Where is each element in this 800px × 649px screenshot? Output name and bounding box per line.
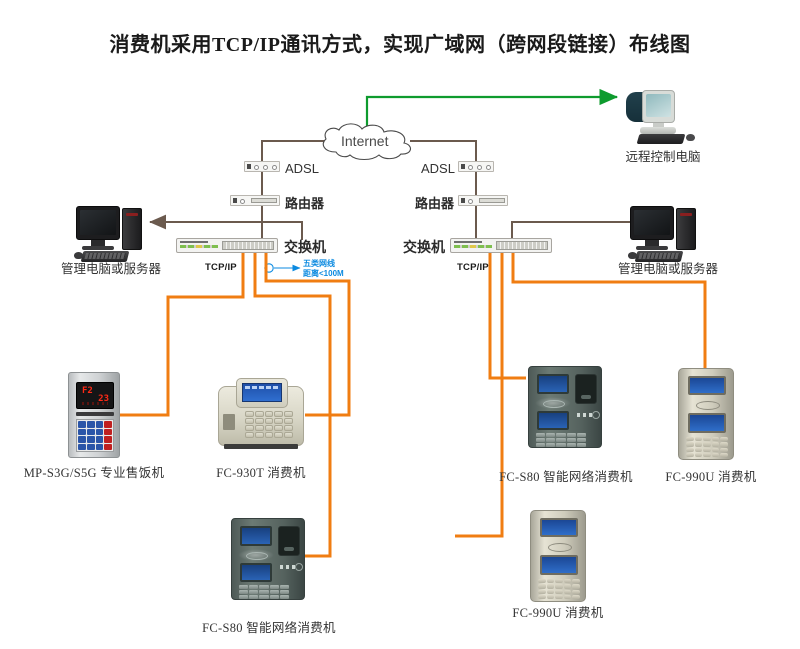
management-pc-left bbox=[74, 206, 146, 264]
remote-control-pc bbox=[626, 90, 698, 146]
cable-note-line2: 距离<100M bbox=[303, 269, 344, 278]
remote-control-pc-label: 远程控制电脑 bbox=[625, 150, 701, 164]
adsl-modem-right bbox=[458, 161, 494, 172]
switch-right bbox=[450, 238, 552, 253]
wan-links-brown bbox=[149, 140, 665, 240]
terminal-fc-990u-bottom-label: FC-990U 消费机 bbox=[512, 606, 604, 620]
terminal-mp-s3g-label: MP-S3G/S5G 专业售饭机 bbox=[23, 466, 165, 480]
terminal-fc-990u-bottom bbox=[530, 510, 586, 602]
terminal-fc-s80-bottom-label: FC-S80 智能网络消费机 bbox=[202, 621, 336, 635]
switch-label-right: 交换机 bbox=[403, 241, 445, 256]
adsl-label-left: ADSL bbox=[285, 161, 319, 176]
terminal-fc-s80-right-label: FC-S80 智能网络消费机 bbox=[499, 470, 633, 484]
cable-note-line1: 五类网线 bbox=[303, 259, 335, 268]
remote-link-green bbox=[365, 88, 619, 133]
adsl-modem-left bbox=[244, 161, 280, 172]
terminal-fc-990u-right-label: FC-990U 消费机 bbox=[665, 470, 757, 484]
management-pc-left-label: 管理电脑或服务器 bbox=[60, 262, 161, 276]
management-pc-right-label: 管理电脑或服务器 bbox=[617, 262, 718, 276]
adsl-label-right: ADSL bbox=[421, 161, 455, 176]
terminal-fc-930t bbox=[218, 378, 304, 450]
lan-cables-right bbox=[455, 250, 707, 538]
management-pc-right bbox=[628, 206, 700, 264]
terminal-fc-990u-right bbox=[678, 368, 734, 460]
switch-label-left: 交换机 bbox=[284, 241, 326, 256]
router-left bbox=[230, 195, 280, 206]
terminal-fc-930t-label: FC-930T 消费机 bbox=[216, 466, 306, 480]
lan-cables-left bbox=[120, 250, 351, 558]
router-label-left: 路由器 bbox=[285, 196, 325, 211]
terminal-fc-s80-bottom bbox=[231, 518, 305, 600]
router-label-right: 路由器 bbox=[415, 196, 455, 211]
terminal-fc-s80-right bbox=[528, 366, 602, 448]
page-title: 消费机采用TCP/IP通讯方式，实现广域网（跨网段链接）布线图 bbox=[109, 34, 691, 56]
tcpip-label-right: TCP/IP bbox=[457, 262, 489, 273]
switch-left bbox=[176, 238, 278, 253]
tcpip-label-left: TCP/IP bbox=[205, 262, 237, 273]
internet-cloud bbox=[322, 123, 411, 161]
router-right bbox=[458, 195, 508, 206]
cable-note-pointer bbox=[264, 263, 301, 273]
internet-label: Internet bbox=[341, 133, 389, 149]
